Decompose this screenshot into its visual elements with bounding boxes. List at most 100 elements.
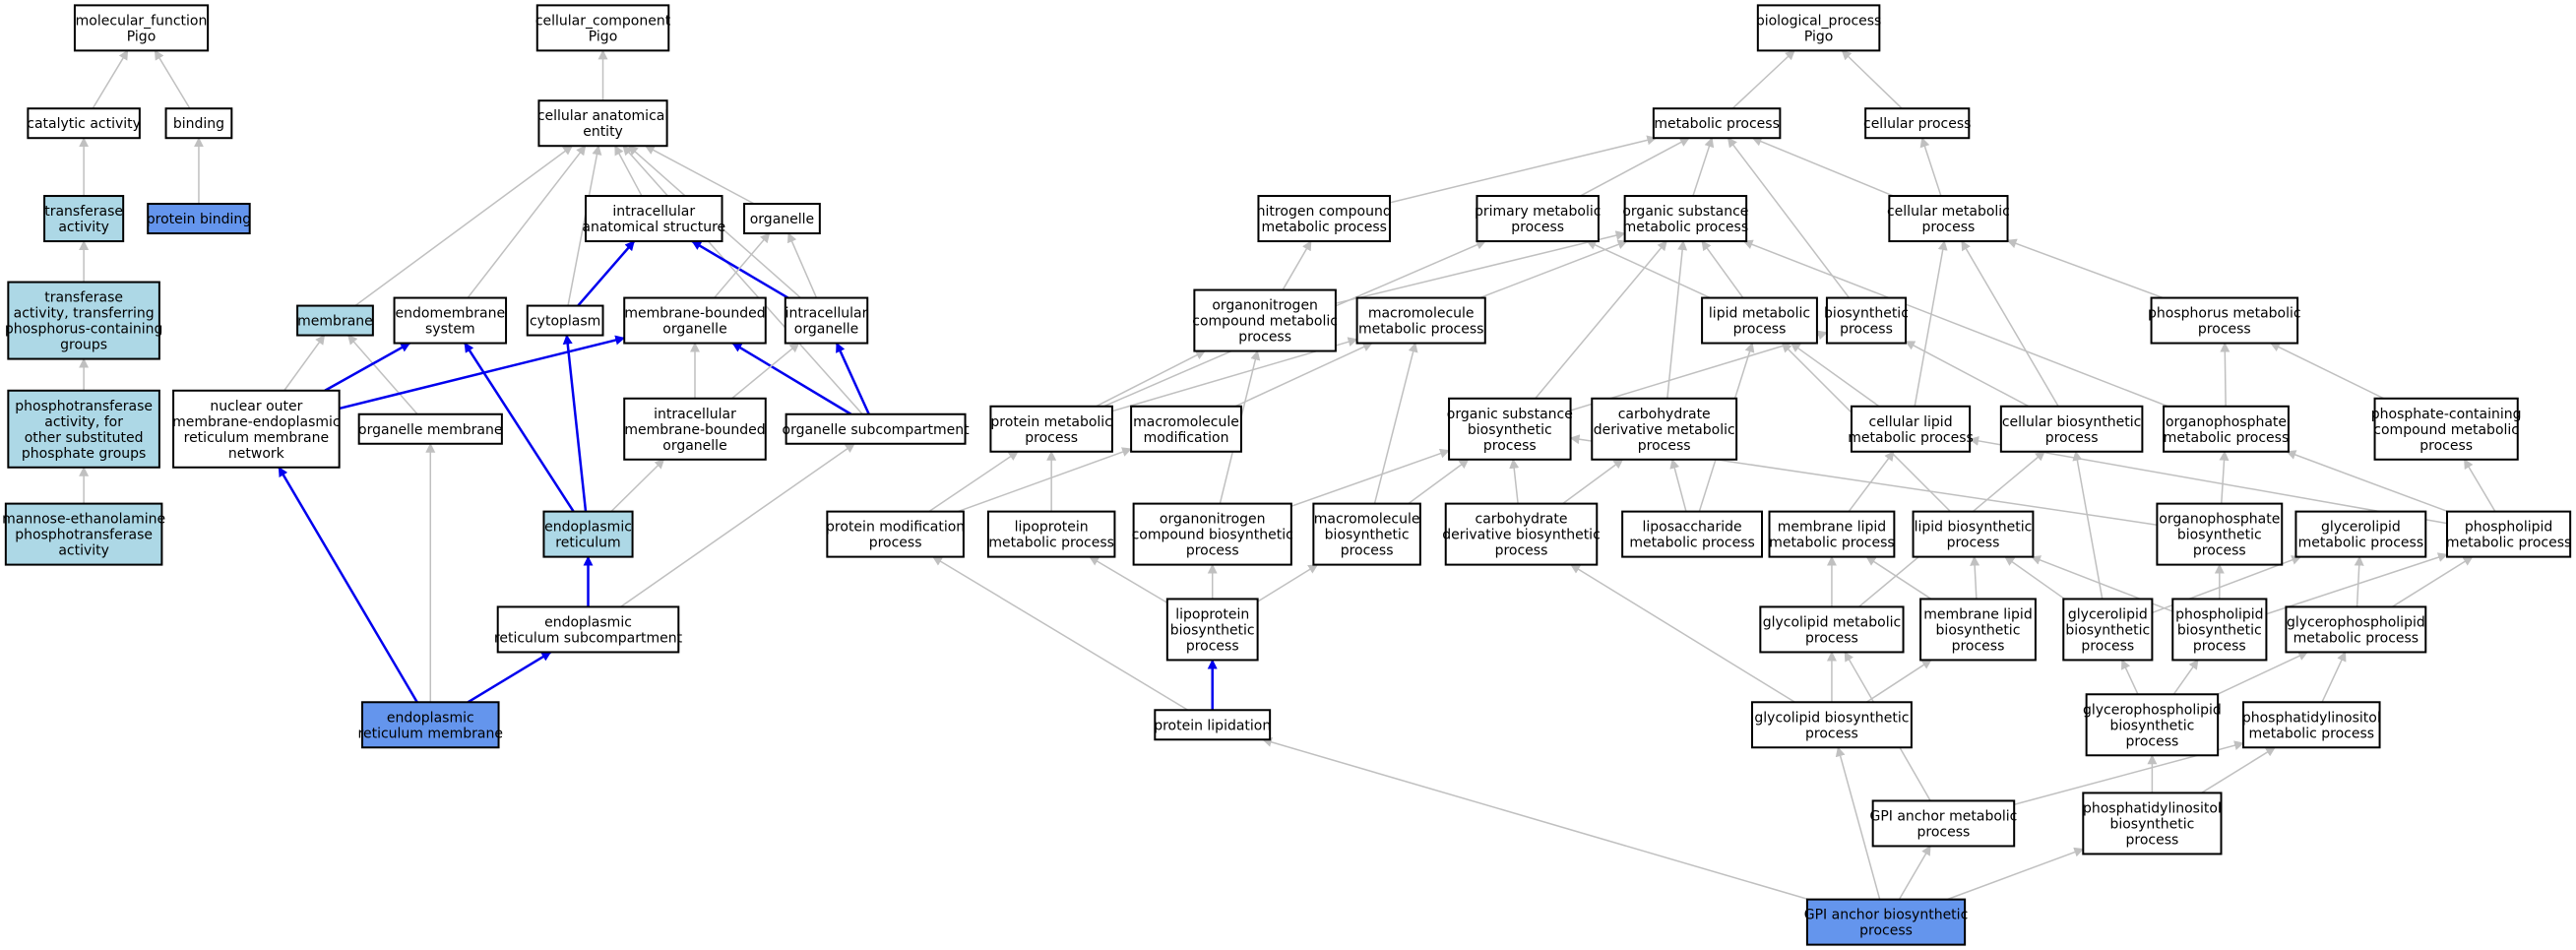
node-plip[interactable]: protein lipidation [1154,709,1271,741]
node-organelle[interactable]: organelle [743,203,821,235]
node-label: organelle [662,322,726,338]
node-label: reticulum subcompartment [494,630,683,646]
node-label: biosynthetic [1936,622,2021,638]
node-cytoplasm[interactable]: cytoplasm [526,304,604,337]
node-binding[interactable]: binding [164,107,233,140]
node-label: glycerophospholipid [2083,702,2222,718]
node-label: phosphatidylinositol [2083,800,2222,816]
node-label: mannose-ethanolamine [2,512,165,528]
node-box [2085,693,2220,757]
node-label: lipid metabolic [1709,306,1810,322]
edge-opbp-to-opmp [2219,450,2230,504]
node-label: activity, transferring [14,306,155,322]
edge-mm-to-mmp [1234,342,1373,408]
node-label: biosynthetic [2109,718,2194,733]
node-label: cellular_component [535,13,671,29]
node-label: metabolic process [2164,430,2290,446]
node-label: cellular anatomical [537,108,668,124]
node-box [1652,107,1782,140]
node-label: process [1341,543,1394,559]
node-label: membrane [297,314,373,330]
node-label: organic substance [1447,407,1573,422]
node-metabolic[interactable]: metabolic process [1652,107,1782,140]
edge-er-to-cytoplasm [562,334,588,512]
node-cellular-process[interactable]: cellular process [1863,107,1971,140]
node-membrane[interactable]: membrane [296,304,374,337]
node-os[interactable]: organelle subcompartment [783,412,971,445]
node-box [296,304,374,337]
edge-erm-to-nom [278,466,418,703]
edge-plmp-to-opmp [2286,450,2449,513]
node-om[interactable]: organelle membrane [357,412,503,445]
edge-lpbp-to-lpmp [1089,555,1168,603]
node-label: process [1952,638,2005,654]
node-nom[interactable]: nuclear outermembrane-endoplasmicreticul… [172,389,341,469]
edge-cytoplasm-to-cae [567,145,602,306]
node-mannose-ethanolamine[interactable]: mannose-ethanolaminephosphotransferaseac… [2,502,165,566]
node-label: carbohydrate [1618,407,1711,422]
edge-pmdp-to-prmp [928,451,1019,513]
edge-lsmp-to-cdmp [1669,458,1687,512]
node-label: cytoplasm [530,314,600,330]
node-protein-binding[interactable]: protein binding [147,203,251,235]
node-catalytic[interactable]: catalytic activity [27,107,141,140]
